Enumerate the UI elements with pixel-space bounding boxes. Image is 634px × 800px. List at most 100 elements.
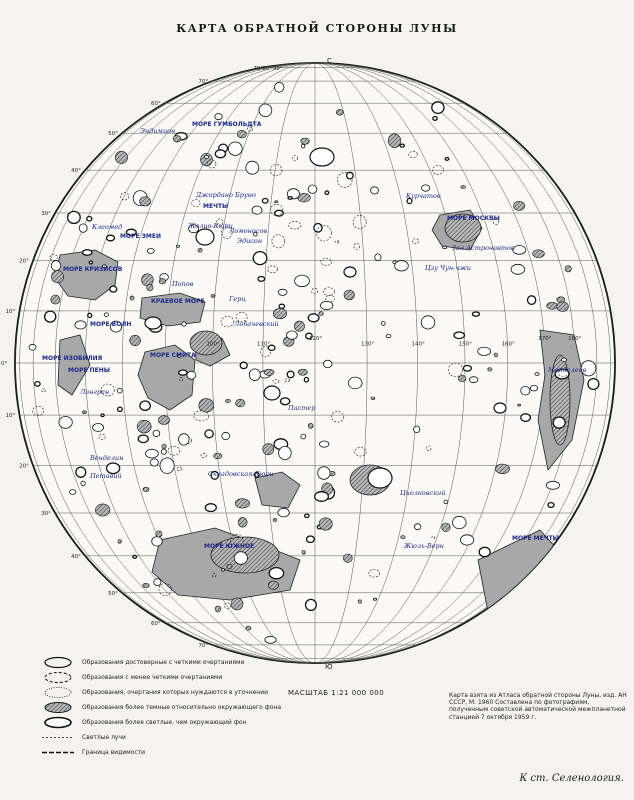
uncertain-crater — [216, 218, 224, 227]
crater — [258, 103, 273, 118]
dark-crater — [225, 399, 231, 403]
light-crater — [178, 369, 188, 376]
dark-crater — [318, 517, 333, 531]
legend: Образования достоверные с четкими очерта… — [40, 655, 290, 760]
light-crater — [43, 310, 57, 323]
dark-crater — [293, 320, 305, 332]
crater — [186, 370, 197, 380]
map-title: КАРТА ОБРАТНОЙ СТОРОНЫ ЛУНЫ — [176, 22, 458, 35]
crater — [149, 458, 159, 467]
uncertain-crater — [368, 569, 380, 578]
crater — [394, 260, 409, 272]
feature-label: Жолио-Кюри — [187, 222, 233, 230]
light-crater — [444, 156, 450, 161]
dark-crater — [245, 625, 252, 631]
named-crater — [367, 467, 393, 489]
crater — [109, 320, 123, 333]
feature-label: Петавий — [89, 472, 122, 480]
uncertain-crater — [221, 226, 233, 239]
dark-crater — [129, 295, 135, 301]
seas-layer — [54, 209, 585, 613]
named-crater — [309, 147, 335, 167]
uncertain-crater — [224, 602, 232, 609]
crater — [370, 186, 379, 195]
crater — [319, 440, 330, 448]
south-label: Ю — [325, 663, 333, 671]
crater — [545, 480, 560, 490]
feature-label: Циолковский — [400, 489, 445, 497]
uncertain-crater — [100, 383, 115, 397]
crater — [385, 334, 392, 339]
latitude-label: 10° — [6, 413, 16, 419]
crater — [277, 507, 290, 518]
dark-crater — [213, 452, 223, 460]
feature-label: МОРЕ МОСКВЫ — [447, 215, 500, 222]
dark-crater — [136, 419, 152, 434]
uncertain-crater — [354, 447, 367, 457]
crater — [245, 160, 260, 175]
light-crater — [105, 462, 121, 475]
uncertain-crater — [352, 215, 367, 229]
sea-area — [57, 334, 91, 396]
uncertain-crater — [179, 377, 184, 382]
crater — [286, 330, 298, 340]
uncertain-crater — [337, 172, 353, 188]
light-ellipse-icon — [44, 716, 72, 729]
light-crater — [547, 501, 555, 509]
dark-crater — [307, 422, 314, 429]
dark-crater — [342, 553, 353, 563]
latitude-label: 50° — [108, 131, 118, 137]
crater — [561, 357, 567, 362]
longitude-label: 100° — [207, 341, 220, 347]
dark-crater — [214, 605, 222, 613]
uncertain-crater — [288, 221, 302, 230]
feature-label: МОРЕ ЮЖНОЕ — [204, 543, 254, 550]
light-crater — [204, 429, 214, 439]
uncertain-crater — [235, 312, 248, 322]
dark-crater — [301, 550, 306, 555]
light-crater — [239, 361, 248, 370]
sea-area — [137, 344, 196, 411]
crater — [421, 184, 431, 192]
uncertain-crater — [316, 224, 332, 242]
crater — [221, 568, 226, 572]
latitude-label: 20° — [19, 464, 29, 470]
light-rays-icon — [42, 737, 74, 738]
feature-label: КРАЕВОЕ МОРЕ — [151, 298, 204, 305]
longitude-label: 130° — [361, 341, 374, 347]
uncertain-crater — [426, 445, 432, 452]
feature-label: Складовская-Кюри — [208, 470, 274, 478]
solid-ellipse-icon — [44, 656, 72, 669]
dark-crater — [198, 398, 215, 413]
crater — [28, 343, 37, 351]
crater — [151, 536, 163, 547]
light-crater — [214, 149, 227, 159]
feature-label: Зал Астронавтов — [452, 244, 515, 252]
legend-text: Образования с менее четкими очертаниями — [82, 674, 223, 681]
crater — [264, 635, 277, 644]
feature-label: Жюль-Верн — [403, 542, 444, 550]
dark-crater — [158, 415, 170, 425]
feature-label: Эндимион — [140, 127, 175, 135]
dark-crater — [297, 368, 308, 376]
light-crater — [257, 275, 266, 282]
feature-label: МЕЧТЫ — [203, 203, 228, 210]
coordinate-grid — [15, 63, 615, 663]
crater — [251, 205, 263, 215]
light-crater — [304, 332, 313, 340]
dark-crater — [158, 278, 166, 285]
crater — [50, 260, 62, 272]
dark-crater — [267, 580, 279, 590]
crater — [372, 597, 377, 601]
dark-crater — [370, 396, 376, 400]
latitude-label: 40° — [71, 554, 81, 560]
light-crater — [81, 249, 93, 256]
crater — [307, 184, 318, 194]
latitude-label: 50° — [108, 591, 118, 597]
legend-text: Образования достоверные с четкими очерта… — [82, 659, 245, 666]
crater — [477, 346, 492, 356]
longitude-label: 80° — [262, 66, 272, 72]
legend-text: Образования, очертания которых нуждаются… — [82, 689, 269, 696]
feature-label: МОРЕ ГУМБОЛЬДТА — [192, 121, 262, 128]
